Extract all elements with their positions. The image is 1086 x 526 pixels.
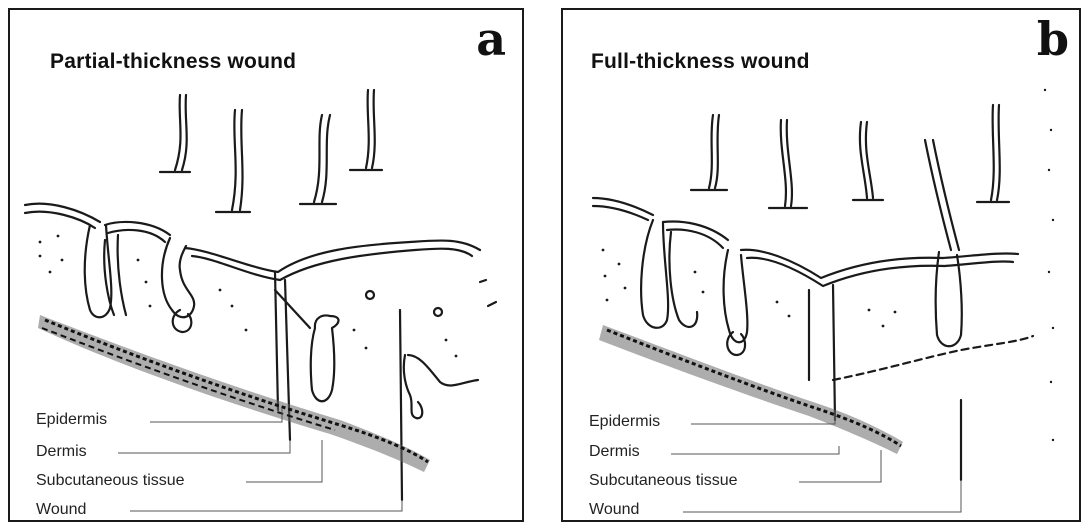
follicle	[669, 232, 697, 327]
label-wound: Wound	[589, 502, 639, 518]
leader-line	[130, 500, 402, 511]
skin-diagram-full	[563, 10, 1081, 522]
label-epidermis: Epidermis	[589, 414, 660, 430]
follicle	[162, 238, 194, 317]
label-dermis: Dermis	[36, 444, 87, 460]
epidermis-surface	[25, 204, 100, 228]
label-epidermis: Epidermis	[36, 412, 107, 428]
panel-b: Full-thickness wound b	[561, 8, 1081, 522]
hair	[853, 122, 883, 200]
follicle	[641, 220, 668, 328]
skin-diagram-partial	[10, 10, 524, 522]
leader-line	[671, 446, 839, 454]
hair	[216, 110, 250, 212]
hair	[925, 140, 959, 250]
epidermis-surface	[593, 198, 653, 220]
follicle	[311, 316, 339, 402]
subcutaneous-layer	[599, 325, 903, 454]
panel-a: Partial-thickness wound a	[8, 8, 524, 522]
follicle	[85, 225, 112, 317]
leader-line	[246, 440, 322, 482]
label-subcutaneous: Subcutaneous tissue	[36, 473, 185, 489]
hair	[769, 120, 807, 208]
hair	[977, 105, 1009, 202]
label-dermis: Dermis	[589, 444, 640, 460]
follicle	[724, 250, 748, 342]
hair	[350, 90, 382, 170]
hair	[691, 115, 727, 190]
leader-line	[118, 440, 290, 453]
follicle	[404, 355, 478, 418]
label-wound: Wound	[36, 502, 86, 518]
label-subcutaneous: Subcutaneous tissue	[589, 473, 738, 489]
hair	[160, 95, 190, 172]
subcutaneous-layer	[38, 315, 430, 472]
leader-line	[799, 450, 881, 482]
hair	[300, 115, 336, 204]
